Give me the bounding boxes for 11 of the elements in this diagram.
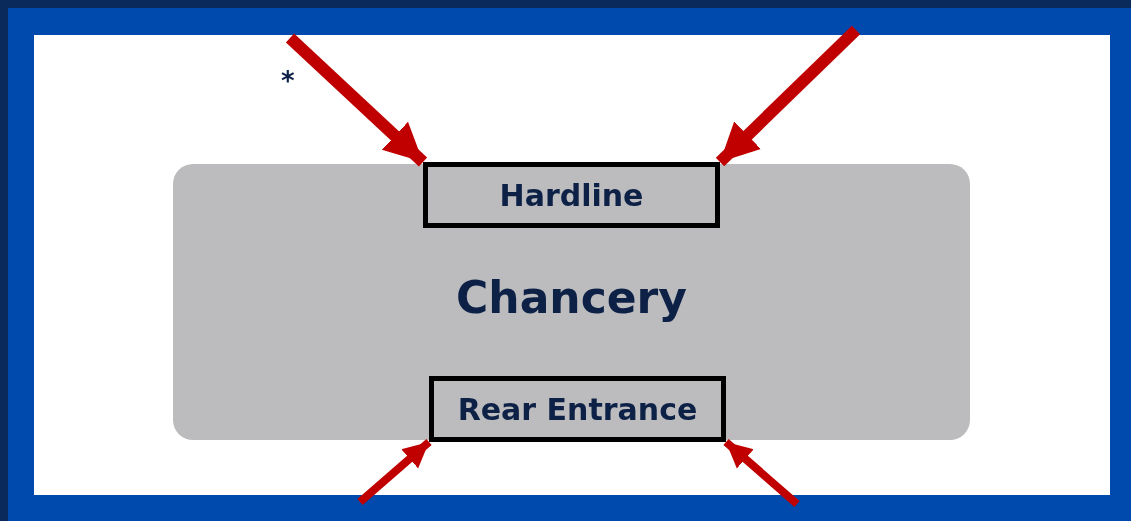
node-label: Chancery [456, 272, 687, 323]
node-label: Rear Entrance [457, 391, 698, 427]
arrow [715, 25, 861, 167]
arrow [357, 439, 432, 505]
building-block [173, 164, 970, 440]
footnote-mark: * [281, 66, 295, 96]
zone-box [429, 376, 726, 442]
arrow [285, 33, 428, 167]
zone-box [423, 162, 720, 228]
node-label: Hardline [499, 177, 644, 213]
arrow [723, 439, 800, 507]
